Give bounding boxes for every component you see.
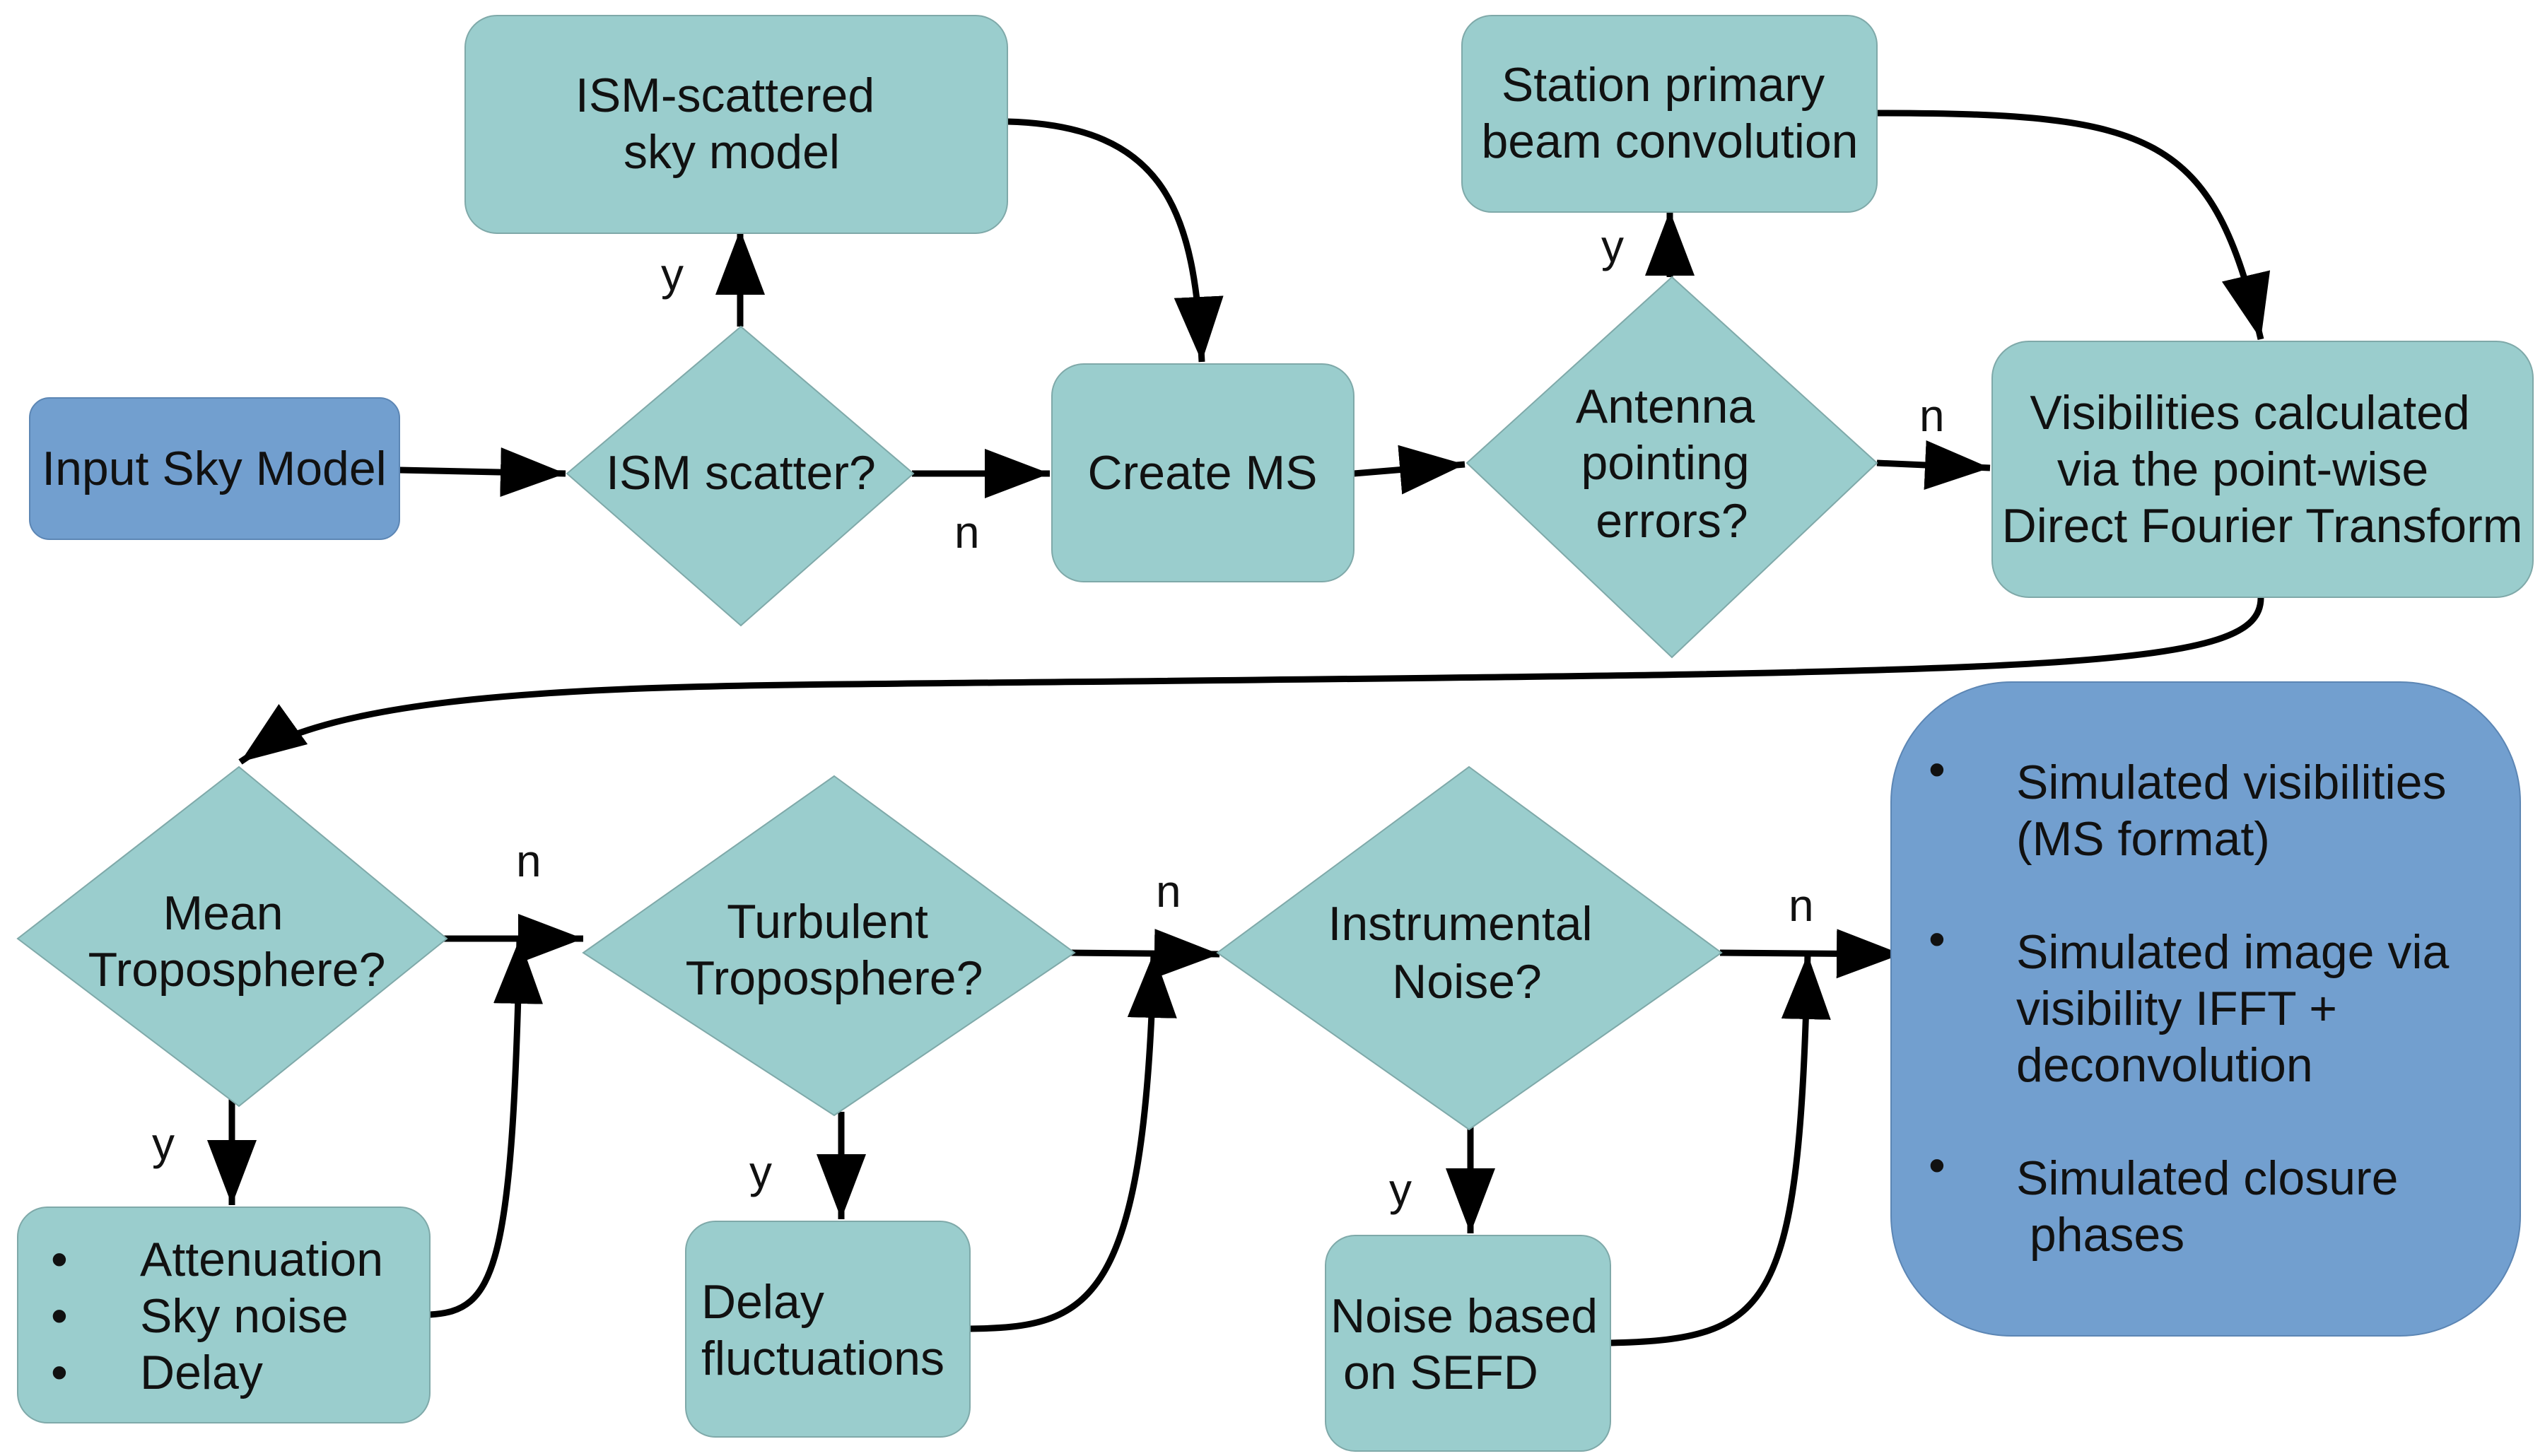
edge-turbulent-tropo-no bbox=[1070, 929, 1220, 979]
create-ms-label: Create MS bbox=[1088, 446, 1318, 500]
node-troposphere-effects: • Attenuation • Sky noise • Delay bbox=[17, 1207, 431, 1423]
edge-input-to-ism-scatter bbox=[399, 447, 566, 498]
visibilities-dft-label: Visibilities calculated via the point-wi… bbox=[2002, 386, 2523, 553]
ism-scattered-sky-model-label: ISM-scattered sky model bbox=[575, 69, 888, 179]
label-ism-no: n bbox=[954, 507, 980, 558]
ism-scatter-label: ISM scatter? bbox=[606, 446, 876, 500]
effect-bullet-1: • bbox=[51, 1233, 68, 1286]
output-image: Simulated image via visibility IFFT + de… bbox=[2016, 925, 2462, 1092]
edge-noise-to-junction-3 bbox=[1610, 953, 1831, 1346]
label-antenna-yes: y bbox=[1601, 221, 1624, 271]
label-turbulent-no: n bbox=[1156, 866, 1181, 917]
edge-antenna-no bbox=[1876, 440, 1991, 490]
label-antenna-no: n bbox=[1919, 390, 1945, 441]
station-primary-beam-label: Station primary beam convolution bbox=[1481, 58, 1858, 168]
diamond-instrumental-noise: Instrumental Noise? bbox=[1216, 765, 1723, 1131]
node-simulation-outputs: • Simulated visibilities (MS format) • S… bbox=[1890, 681, 2521, 1337]
antenna-pointing-errors-label: Antenna pointing errors? bbox=[1576, 380, 1768, 548]
diamond-ism-scatter: ISM scatter? bbox=[566, 325, 915, 627]
edge-labels: y n y n y n y n y n bbox=[152, 221, 1945, 1215]
node-input-sky-model: Input Sky Model bbox=[29, 397, 400, 540]
turbulent-troposphere-label: Turbulent Troposphere? bbox=[686, 895, 983, 1005]
input-sky-model-label: Input Sky Model bbox=[42, 442, 387, 495]
effect-delay: Delay bbox=[140, 1346, 263, 1399]
output-bullet-1: • bbox=[1929, 743, 1946, 797]
effect-bullet-2: • bbox=[51, 1289, 68, 1343]
edge-beam-to-visibilities bbox=[1876, 110, 2271, 341]
instrumental-noise-label: Instrumental Noise? bbox=[1328, 897, 1605, 1009]
label-instrumental-yes: y bbox=[1389, 1164, 1412, 1215]
node-delay-fluctuations: Delay fluctuations bbox=[685, 1221, 971, 1438]
node-create-ms: Create MS bbox=[1051, 363, 1355, 582]
output-bullet-3: • bbox=[1929, 1139, 1946, 1192]
edge-effects-to-junction-1 bbox=[429, 938, 544, 1318]
delay-fluctuations-label: Delay fluctuations bbox=[701, 1275, 944, 1385]
noise-sefd-label: Noise based on SEFD bbox=[1330, 1289, 1611, 1399]
label-turbulent-yes: y bbox=[749, 1146, 772, 1197]
diamond-turbulent-troposphere: Turbulent Troposphere? bbox=[582, 775, 1076, 1117]
edge-visibilities-to-mean-tropo bbox=[238, 597, 2264, 765]
output-visibilities: Simulated visibilities (MS format) bbox=[2016, 756, 2459, 866]
edge-delay-to-junction-2 bbox=[969, 952, 1177, 1332]
effect-attenuation: Attenuation bbox=[140, 1233, 383, 1286]
label-ism-yes: y bbox=[661, 249, 684, 300]
edge-instrumental-noise-no bbox=[1719, 929, 1902, 979]
edge-ism-sky-to-create-ms bbox=[1007, 118, 1224, 363]
edge-create-ms-to-antenna bbox=[1353, 445, 1465, 495]
edges bbox=[207, 110, 2271, 1346]
diamond-mean-troposphere: Mean Troposphere? bbox=[16, 765, 448, 1108]
effect-sky-noise: Sky noise bbox=[140, 1289, 349, 1343]
label-mean-tropo-no: n bbox=[516, 835, 542, 886]
label-mean-tropo-yes: y bbox=[152, 1118, 175, 1169]
diamond-antenna-pointing-errors: Antenna pointing errors? bbox=[1465, 276, 1878, 659]
effect-bullet-3: • bbox=[51, 1346, 68, 1399]
mean-troposphere-label: Mean Troposphere? bbox=[88, 886, 386, 997]
node-noise-sefd: Noise based on SEFD bbox=[1325, 1235, 1611, 1452]
output-bullet-2: • bbox=[1929, 912, 1946, 966]
node-visibilities-dft: Visibilities calculated via the point-wi… bbox=[1991, 341, 2534, 598]
node-ism-scattered-sky-model: ISM-scattered sky model bbox=[464, 15, 1008, 234]
output-closure-phases: Simulated closure phases bbox=[2016, 1151, 2398, 1262]
label-instrumental-no: n bbox=[1789, 880, 1814, 931]
node-station-primary-beam: Station primary beam convolution bbox=[1461, 15, 1878, 213]
